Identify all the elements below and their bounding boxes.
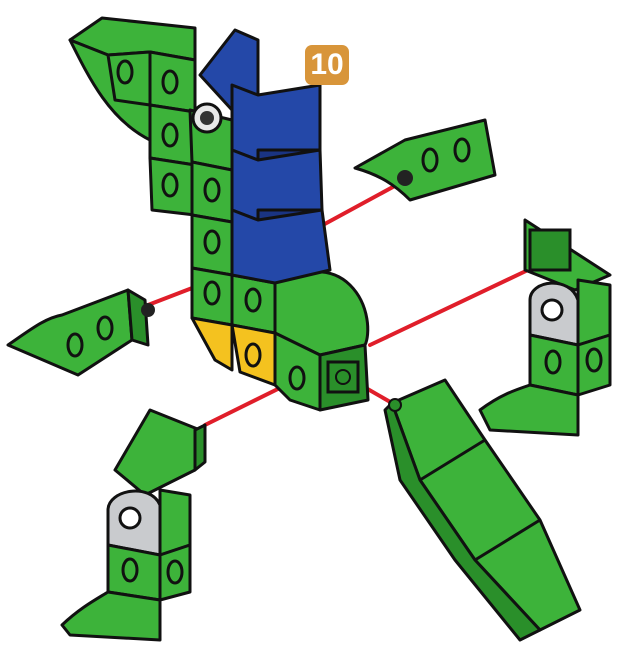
step-number-badge: 10 xyxy=(305,45,349,85)
connector-right-leg xyxy=(370,270,528,345)
left-wing xyxy=(8,290,155,375)
left-leg xyxy=(62,410,205,640)
right-leg xyxy=(480,220,610,435)
right-wing xyxy=(355,120,495,200)
